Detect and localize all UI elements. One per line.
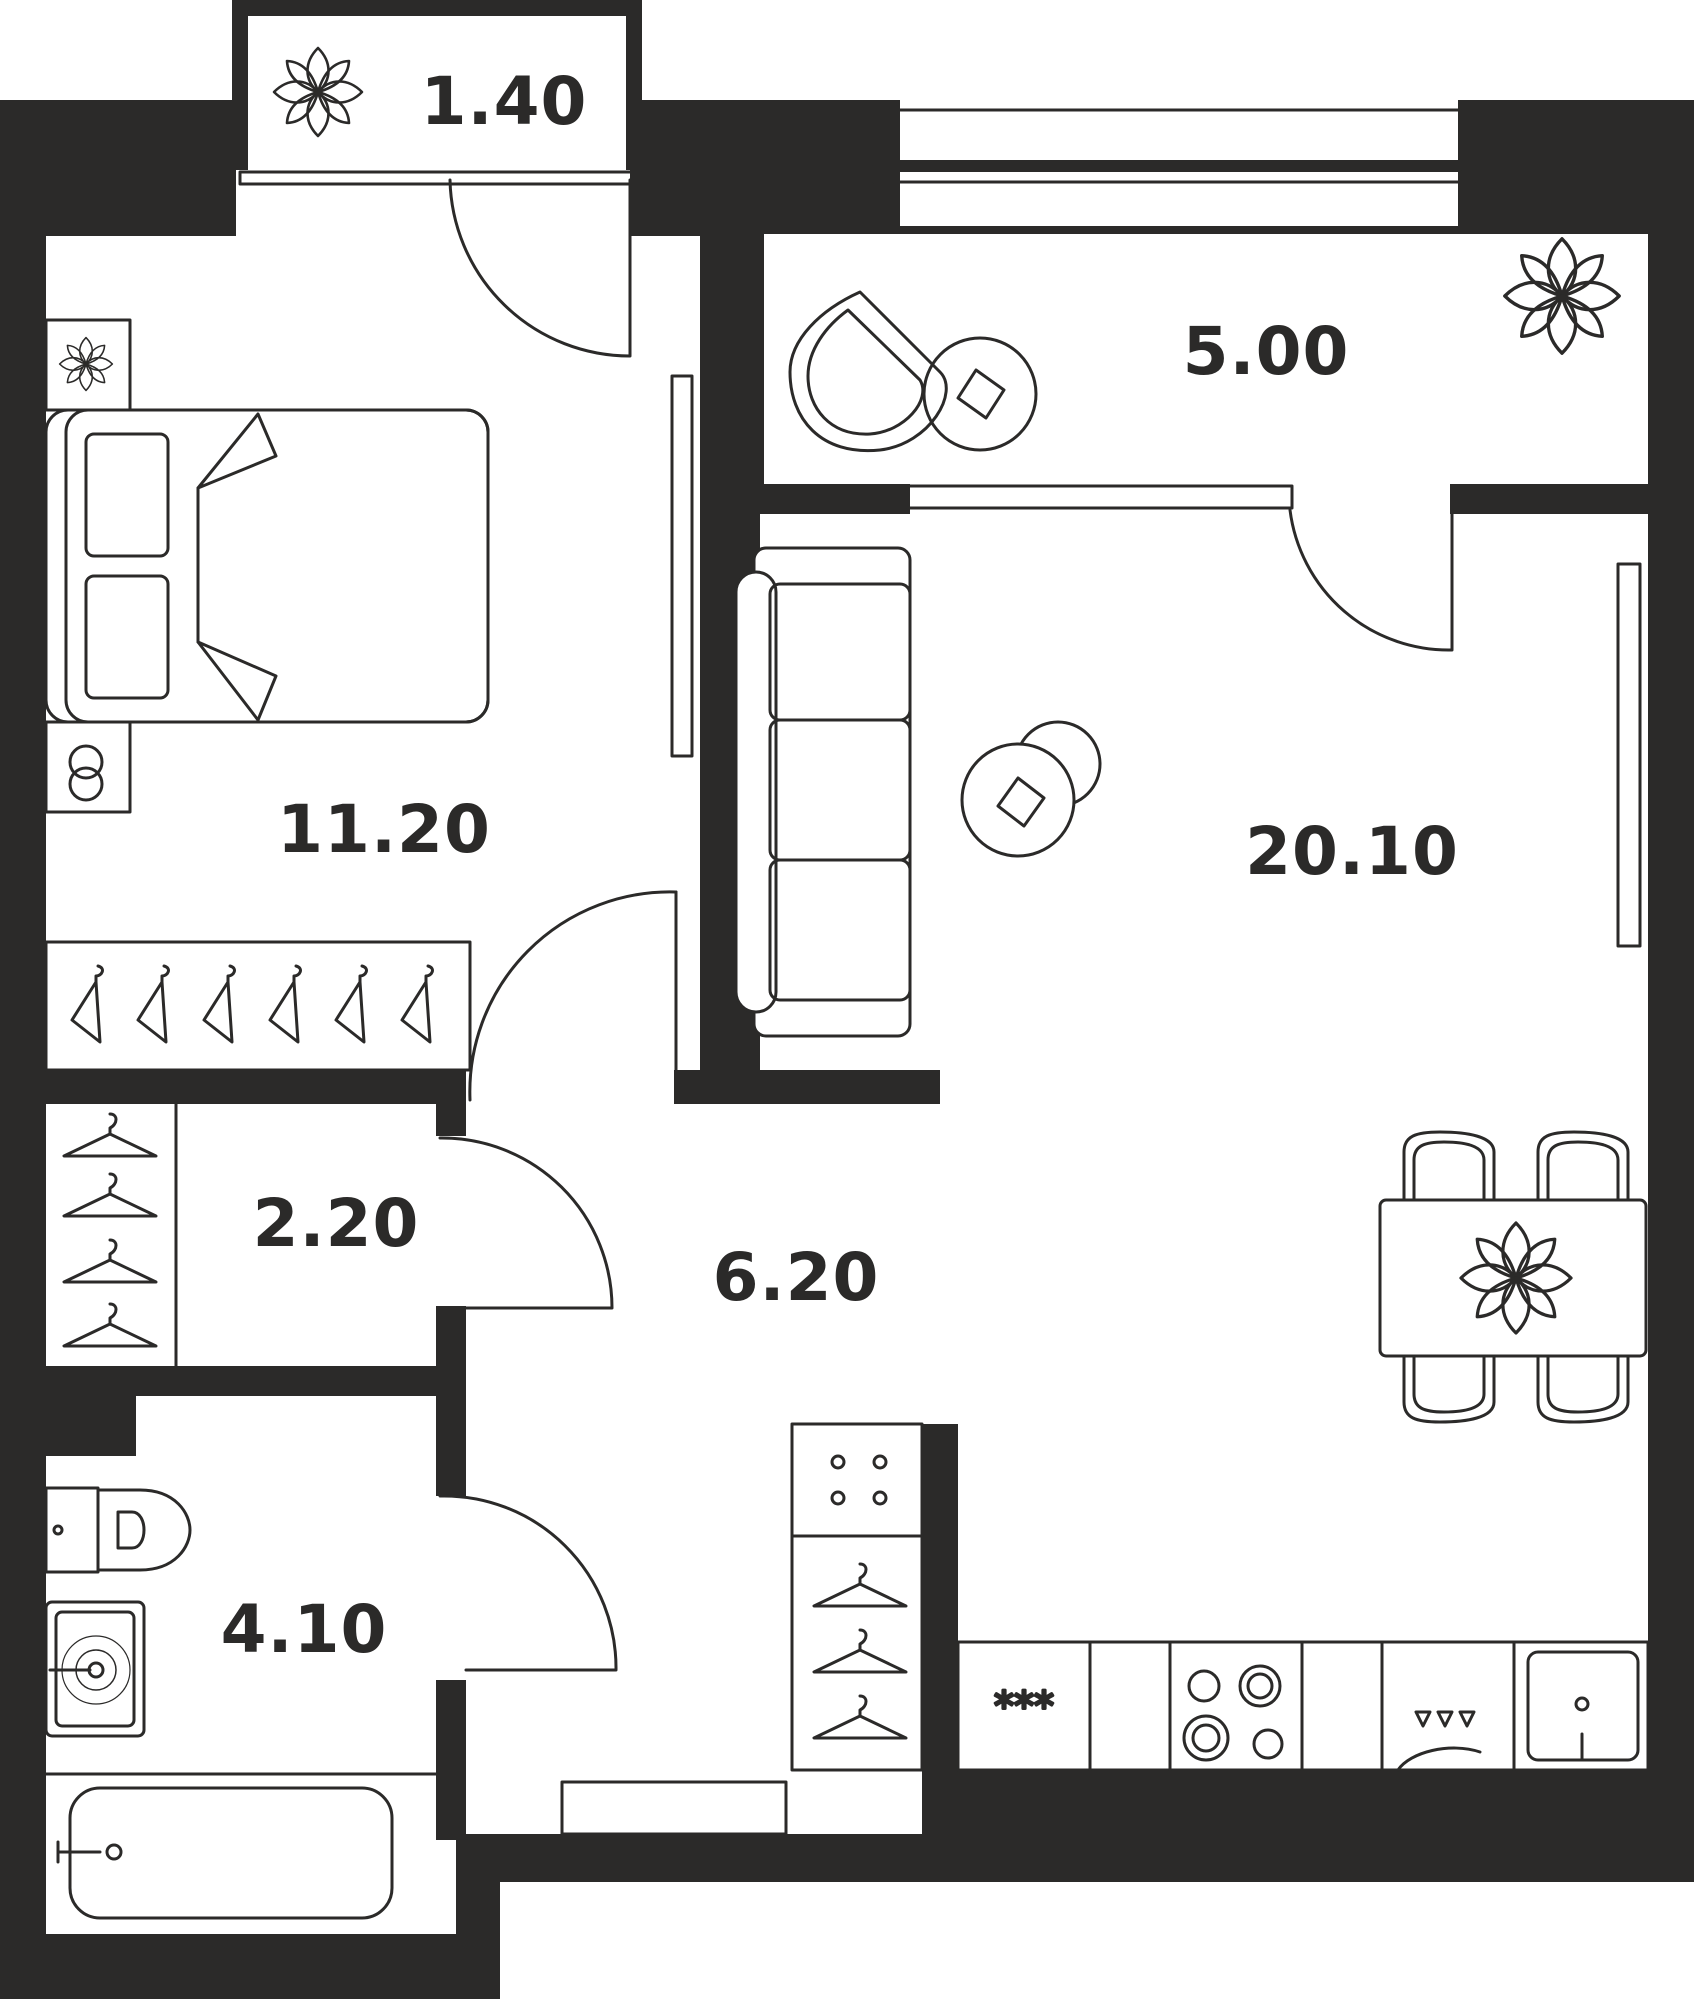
inner-walls bbox=[46, 226, 1650, 1840]
svg-text:***: *** bbox=[994, 1684, 1054, 1730]
room-area-label: 1.40 bbox=[421, 63, 588, 140]
door-icon bbox=[438, 178, 1454, 1672]
bathtub-icon bbox=[44, 1772, 438, 1920]
table-icon bbox=[960, 720, 1102, 858]
window-icon bbox=[238, 108, 1642, 1836]
wardrobe bbox=[44, 940, 472, 1072]
area-labels: 1.40 5.00 11.20 20.10 2.20 6.20 4.10 bbox=[221, 63, 1459, 1668]
room-area-label: 2.20 bbox=[253, 1185, 420, 1262]
hall-wardrobe bbox=[790, 1422, 924, 1772]
floor bbox=[46, 16, 1648, 1934]
sofa-icon bbox=[734, 546, 912, 1038]
sink-icon bbox=[44, 1600, 146, 1738]
bed-icon bbox=[44, 408, 490, 724]
armchair-icon bbox=[788, 290, 948, 453]
stove-icon bbox=[1182, 1664, 1284, 1762]
side-table bbox=[922, 336, 1038, 452]
room-area-label: 5.00 bbox=[1183, 313, 1350, 390]
sink-icon bbox=[1526, 1650, 1640, 1762]
utility-panel bbox=[830, 1454, 888, 1506]
dishwasher bbox=[1414, 1710, 1476, 1728]
kitchen-counter bbox=[956, 1640, 1650, 1772]
room-area-label: 4.10 bbox=[221, 1591, 388, 1668]
room-area-label: 11.20 bbox=[277, 791, 491, 868]
nightstand bbox=[44, 318, 132, 814]
room-area-label: 6.20 bbox=[713, 1239, 880, 1316]
fridge: *** bbox=[993, 1683, 1056, 1732]
room-area-label: 20.10 bbox=[1245, 813, 1459, 890]
toilet-icon bbox=[44, 1486, 192, 1574]
